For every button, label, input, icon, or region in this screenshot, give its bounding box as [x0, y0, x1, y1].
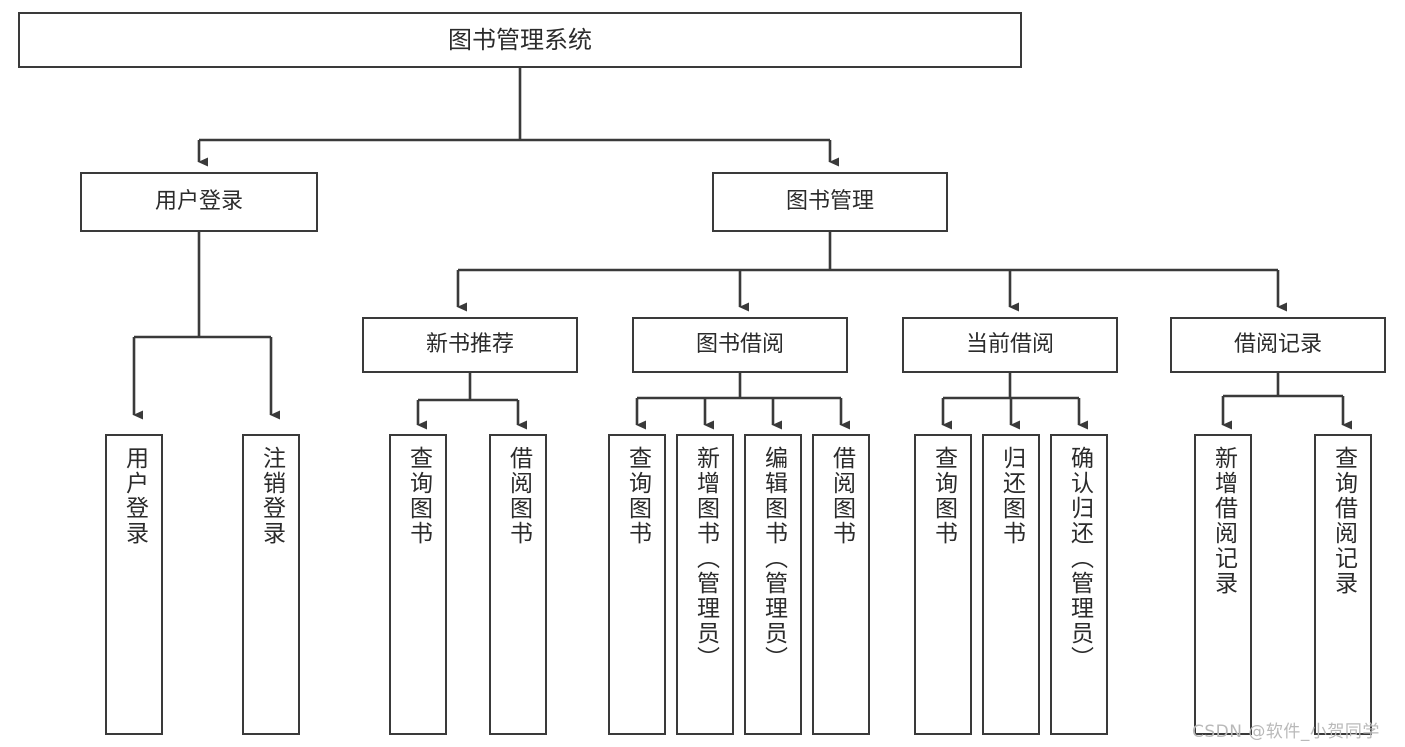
leaf-confirm-return-admin[interactable]: 确认归还（管理员）: [1050, 434, 1108, 735]
node-label: 用户登录: [121, 446, 148, 546]
leaf-logout[interactable]: 注销登录: [242, 434, 300, 735]
node-root-system[interactable]: 图书管理系统: [18, 12, 1022, 68]
leaf-borrow-book[interactable]: 借阅图书: [812, 434, 870, 735]
leaf-borrow-book-recommend[interactable]: 借阅图书: [489, 434, 547, 735]
node-label: 借阅图书: [828, 446, 855, 546]
node-book-borrow[interactable]: 图书借阅: [632, 317, 848, 373]
leaf-query-book-recommend[interactable]: 查询图书: [389, 434, 447, 735]
leaf-user-login[interactable]: 用户登录: [105, 434, 163, 735]
node-label: 编辑图书（管理员）: [760, 446, 787, 671]
node-label: 新增图书（管理员）: [692, 446, 719, 671]
leaf-query-book-current[interactable]: 查询图书: [914, 434, 972, 735]
node-label: 查询借阅记录: [1330, 446, 1357, 596]
node-label: 新增借阅记录: [1210, 446, 1237, 596]
node-label: 注销登录: [258, 446, 285, 546]
node-label: 查询图书: [405, 446, 432, 546]
node-label: 确认归还（管理员）: [1066, 446, 1093, 671]
node-new-book-recommend[interactable]: 新书推荐: [362, 317, 578, 373]
node-label: 图书管理: [785, 189, 874, 215]
leaf-return-book[interactable]: 归还图书: [982, 434, 1040, 735]
node-label: 图书管理系统: [448, 25, 592, 54]
node-borrow-record[interactable]: 借阅记录: [1170, 317, 1386, 373]
node-label: 查询图书: [624, 446, 651, 546]
leaf-query-borrow-record[interactable]: 查询借阅记录: [1314, 434, 1372, 735]
node-user-login[interactable]: 用户登录: [80, 172, 318, 232]
node-label: 借阅图书: [505, 446, 532, 546]
node-current-borrow[interactable]: 当前借阅: [902, 317, 1118, 373]
csdn-watermark: CSDN @软件_小贺同学: [1192, 722, 1380, 742]
node-label: 当前借阅: [965, 332, 1054, 358]
node-label: 查询图书: [930, 446, 957, 546]
node-label: 图书借阅: [695, 332, 784, 358]
node-book-management[interactable]: 图书管理: [712, 172, 948, 232]
node-label: 归还图书: [998, 446, 1025, 546]
node-label: 用户登录: [154, 189, 243, 215]
leaf-edit-book-admin[interactable]: 编辑图书（管理员）: [744, 434, 802, 735]
leaf-add-borrow-record[interactable]: 新增借阅记录: [1194, 434, 1252, 735]
node-label: 新书推荐: [425, 332, 514, 358]
leaf-query-book-borrow[interactable]: 查询图书: [608, 434, 666, 735]
node-label: 借阅记录: [1233, 332, 1322, 358]
leaf-add-book-admin[interactable]: 新增图书（管理员）: [676, 434, 734, 735]
